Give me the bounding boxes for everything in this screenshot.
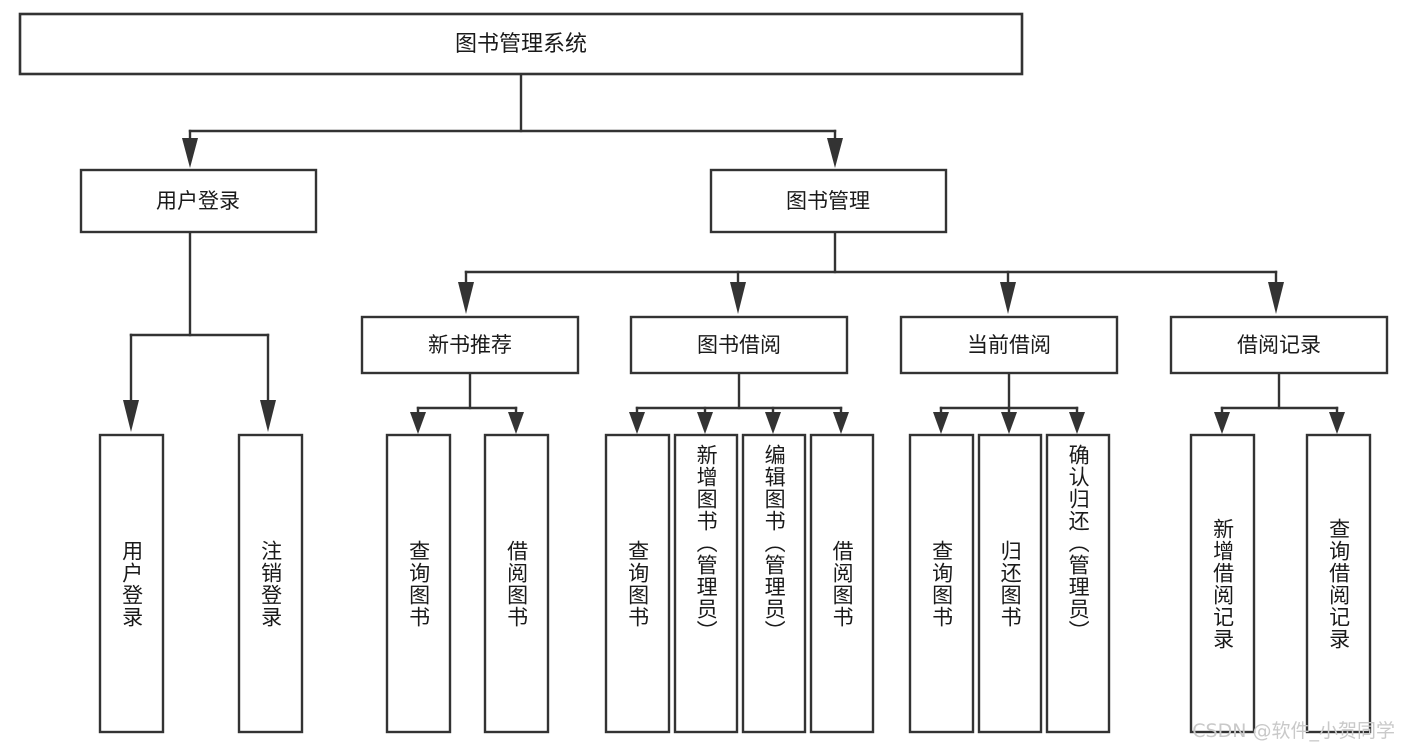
arrow-head-bb-leaf-4	[833, 412, 849, 434]
node-book-manage[interactable]	[709, 168, 948, 234]
node-root-system[interactable]	[18, 12, 1024, 76]
node-root-system-label: 图书管理系统	[455, 32, 587, 57]
node-leaf-query-book-nb[interactable]	[385, 433, 452, 734]
node-leaf-query-book-bb[interactable]	[604, 433, 671, 734]
node-borrow-record-label: 借阅记录	[1237, 333, 1321, 357]
node-book-borrow-label: 图书借阅	[697, 333, 781, 357]
node-leaf-return-book[interactable]	[977, 433, 1043, 734]
arrow-head-book-borrow	[730, 282, 746, 314]
arrow-head-user-login	[182, 138, 198, 168]
node-new-book-recommend[interactable]	[360, 315, 580, 375]
node-user-login-label: 用户登录	[156, 189, 240, 213]
arrow-head-bb-leaf-1	[629, 412, 645, 434]
node-leaf-add-book-admin[interactable]	[673, 433, 739, 734]
arrow-head-current-borrow	[1000, 282, 1016, 314]
arrow-head-new-book-recommend	[458, 282, 474, 314]
node-leaf-borrow-book-nb[interactable]	[483, 433, 550, 734]
arrow-head-nb-leaf-1	[410, 412, 426, 434]
node-leaf-confirm-return-admin[interactable]	[1045, 433, 1111, 734]
arrow-head-cb-leaf-2	[1001, 412, 1017, 434]
node-leaf-borrow-book-bb[interactable]	[809, 433, 875, 734]
csdn-watermark: CSDN @软件_小贺同学	[1192, 720, 1395, 742]
arrow-head-cb-leaf-1	[933, 412, 949, 434]
node-leaf-edit-book-admin[interactable]	[741, 433, 807, 734]
node-leaf-add-borrow-record[interactable]	[1189, 433, 1256, 734]
arrow-head-bb-leaf-3	[765, 412, 781, 434]
node-current-borrow-label: 当前借阅	[967, 333, 1051, 357]
connector-layer	[123, 74, 1345, 434]
arrow-head-leaf-user-login	[123, 400, 139, 432]
node-leaf-query-borrow-record[interactable]	[1305, 433, 1372, 734]
node-current-borrow[interactable]	[899, 315, 1119, 375]
node-book-borrow[interactable]	[629, 315, 849, 375]
arrow-head-br-leaf-1	[1214, 412, 1230, 434]
node-book-manage-label: 图书管理	[786, 189, 870, 213]
node-layer: 图书管理系统 用户登录 图书管理 新书推荐 图书借阅 当前借阅 借阅记录	[18, 12, 1389, 734]
arrow-head-book-manage	[827, 138, 843, 168]
arrow-head-borrow-record	[1268, 282, 1284, 314]
node-leaf-logout[interactable]	[237, 433, 304, 734]
node-user-login[interactable]	[79, 168, 318, 234]
arrow-head-leaf-logout	[260, 400, 276, 432]
node-borrow-record[interactable]	[1169, 315, 1389, 375]
arrow-head-nb-leaf-2	[508, 412, 524, 434]
arrow-head-br-leaf-2	[1329, 412, 1345, 434]
node-leaf-query-book-cb[interactable]	[908, 433, 975, 734]
node-new-book-recommend-label: 新书推荐	[428, 333, 512, 357]
arrow-head-cb-leaf-3	[1069, 412, 1085, 434]
node-leaf-user-login[interactable]	[98, 433, 165, 734]
arrow-head-bb-leaf-2	[697, 412, 713, 434]
